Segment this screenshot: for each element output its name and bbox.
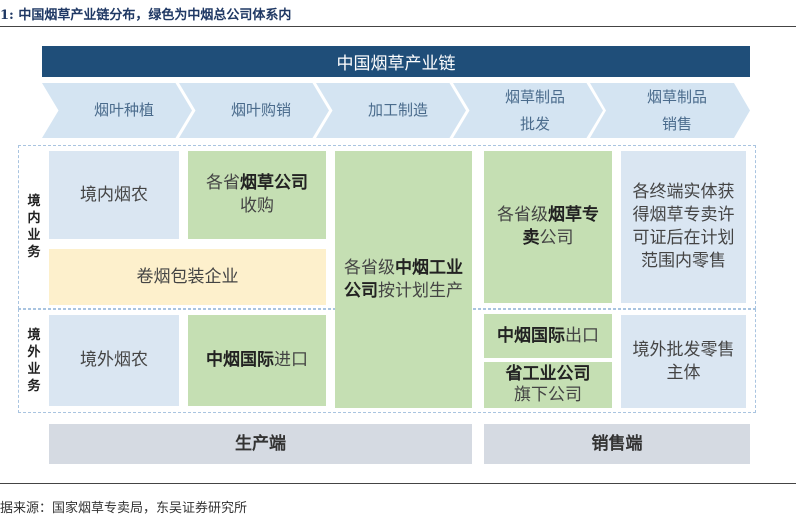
licensed-retailers-box: 各终端实体获得烟草专卖许可证后在计划范围内零售 (621, 151, 746, 303)
production-side-label: 生产端 (49, 424, 472, 464)
provincial-tobacco-purchase-box: 各省烟草公司 收购 (188, 151, 326, 239)
figure-caption: 1: 中国烟草产业链分布，绿色为中烟总公司体系内 (0, 8, 292, 23)
cigarette-packaging-box: 卷烟包装企业 (49, 249, 326, 305)
sales-side-label: 销售端 (484, 424, 750, 464)
stage-label: 加工制造 (367, 101, 428, 119)
china-tobacco-international-import-box: 中烟国际进口 (188, 315, 326, 406)
stage-label: 烟叶购销 (230, 101, 291, 119)
china-tobacco-industry-box: 各省级中烟工业公司按计划生产 (335, 151, 472, 408)
bottom-rule (0, 483, 796, 484)
top-rule (0, 26, 796, 27)
source-note: 据来源：国家烟草专卖局，东吴证券研究所 (0, 501, 248, 516)
diagram-title: 中国烟草产业链 (42, 46, 750, 77)
stage-manufacturing: 加工制造 (316, 83, 466, 138)
provincial-tobacco-monopoly-box: 各省级烟草专卖公司 (484, 151, 612, 303)
stage-purchase: 烟叶购销 (179, 83, 329, 138)
domestic-business-label: 境 内 业 务 (27, 194, 41, 260)
stage-label: 烟叶种植 (93, 101, 154, 119)
overseas-farmers-box: 境外烟农 (49, 315, 179, 406)
stage-label: 烟草制品 销售 (646, 87, 707, 133)
overseas-business-label: 境 外 业 务 (27, 328, 41, 394)
stage-retail: 烟草制品 销售 (590, 83, 750, 138)
stage-label: 烟草制品 批发 (504, 87, 565, 133)
stage-planting: 烟叶种植 (42, 83, 192, 138)
china-tobacco-international-export-box: 中烟国际出口 (484, 314, 612, 358)
domestic-farmers-box: 境内烟农 (49, 151, 179, 239)
provincial-industry-subsidiary-box: 省工业公司旗下公司 (484, 362, 612, 408)
stage-wholesale: 烟草制品 批发 (453, 83, 603, 138)
overseas-wholesale-retail-box: 境外批发零售主体 (621, 315, 746, 408)
